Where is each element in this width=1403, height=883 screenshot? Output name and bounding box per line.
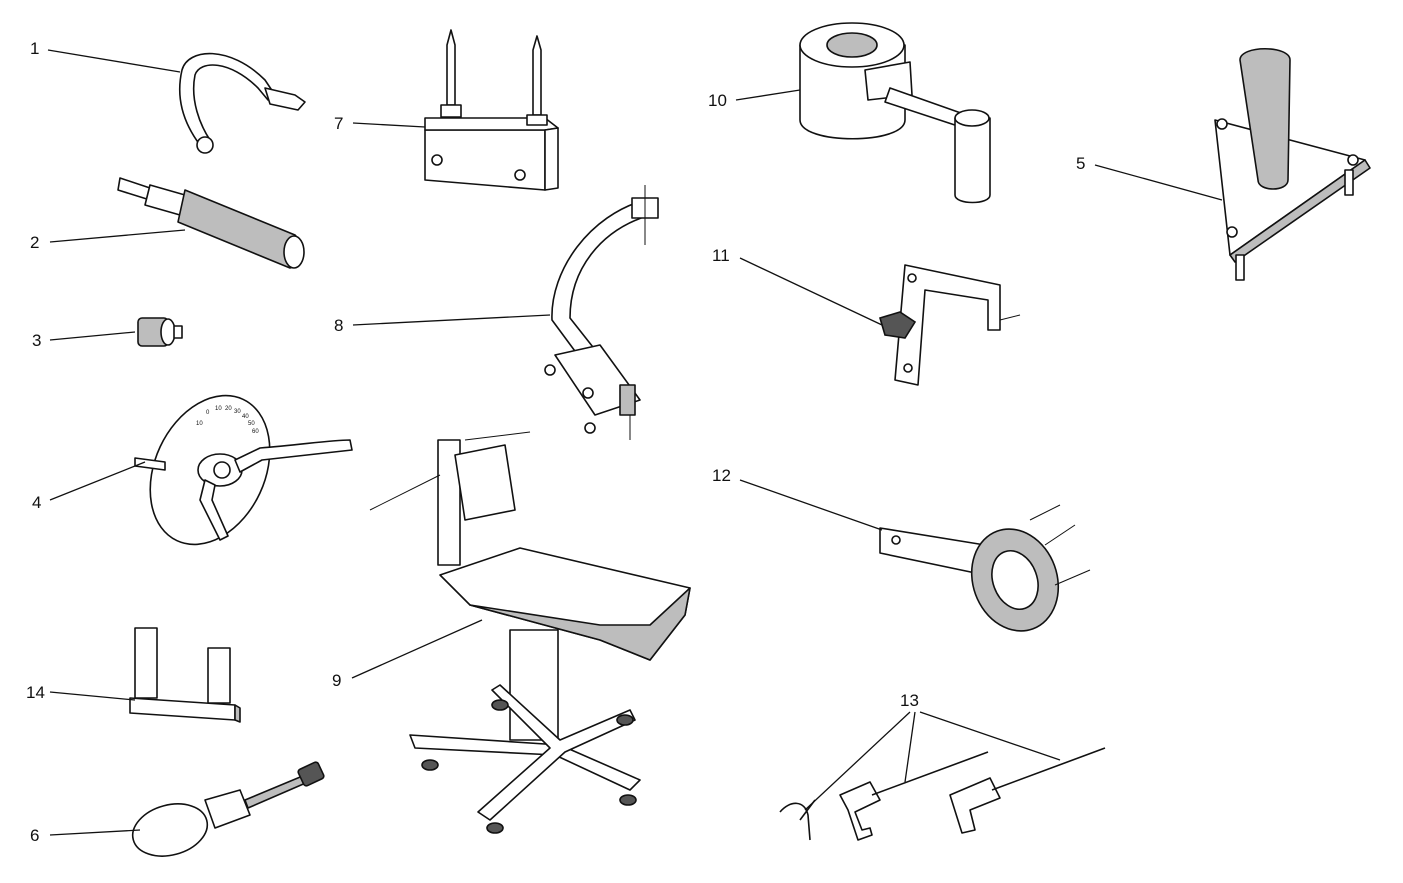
callout-13: 13 — [900, 691, 919, 710]
tool-4-degree-wheel: 10 0 10 20 30 40 50 60 — [134, 394, 353, 546]
callout-labels: 1 2 3 4 5 6 7 8 9 10 11 12 13 14 — [26, 39, 1085, 845]
tool-12-ring-tool — [879, 504, 1091, 632]
tool-2-knurled-tool — [117, 177, 305, 269]
svg-text:10: 10 — [196, 421, 203, 427]
tool-6-strap-wrench — [131, 761, 325, 857]
tool-14-gauge — [129, 627, 241, 723]
callout-14: 14 — [26, 683, 45, 702]
leader-lines — [47, 49, 1223, 836]
callout-5: 5 — [1076, 154, 1085, 173]
callout-3: 3 — [32, 331, 41, 350]
callout-8: 8 — [334, 316, 343, 335]
callout-10: 10 — [708, 91, 727, 110]
svg-text:20: 20 — [225, 406, 232, 412]
degree-scale: 10 0 10 20 30 40 50 60 — [196, 406, 259, 435]
callout-9: 9 — [332, 671, 341, 690]
callout-7: 7 — [334, 114, 343, 133]
callout-1: 1 — [30, 39, 39, 58]
callout-12: 12 — [712, 466, 731, 485]
callout-2: 2 — [30, 233, 39, 252]
tool-8-arc-bracket — [544, 185, 659, 440]
tool-11-bracket — [879, 264, 1021, 386]
callout-4: 4 — [32, 493, 41, 512]
callout-11: 11 — [712, 246, 730, 265]
tool-7-pin-plate — [424, 29, 559, 191]
tool-1-hook-wrench — [178, 52, 306, 154]
svg-text:50: 50 — [248, 421, 255, 427]
tool-10-holder — [799, 22, 991, 204]
svg-text:10: 10 — [215, 406, 222, 412]
tool-5-triangle-plate — [1214, 48, 1371, 281]
svg-text:40: 40 — [242, 414, 249, 420]
tool-9-engine-stand — [369, 431, 691, 834]
callout-6: 6 — [30, 826, 39, 845]
tool-13-pins — [779, 747, 1106, 841]
svg-text:0: 0 — [206, 410, 210, 416]
tool-3-knurled-nut — [137, 317, 183, 347]
svg-text:60: 60 — [252, 429, 259, 435]
svg-text:30: 30 — [234, 409, 241, 415]
